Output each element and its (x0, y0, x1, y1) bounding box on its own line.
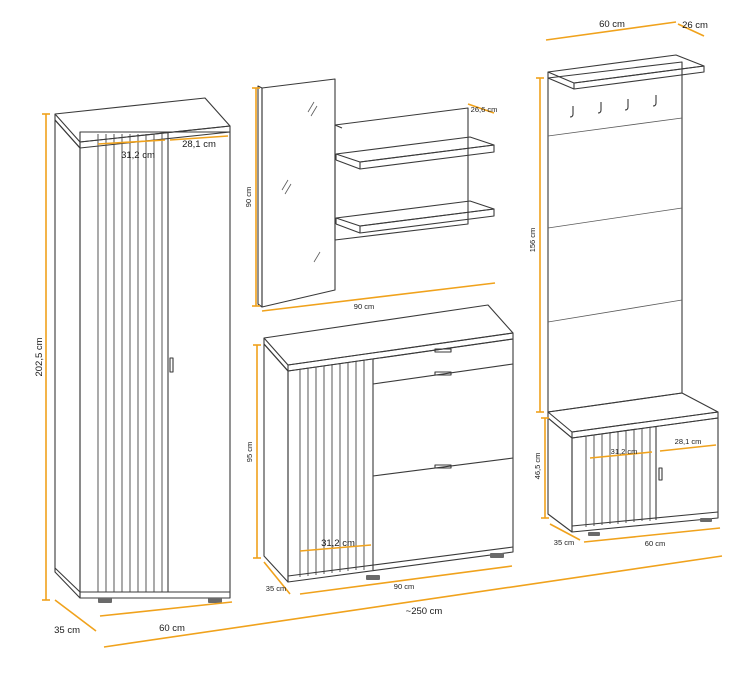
dim-bench-width (583, 527, 721, 543)
label-wardrobe-height: 202,5 cm (34, 337, 45, 376)
dim-shoe-cabinet-panel (299, 544, 372, 552)
wardrobe: 202,5 cm 31,2 cm 28,1 cm 35 cm 60 cm (34, 97, 233, 636)
dim-wardrobe-width (99, 601, 233, 617)
shoe-cabinet: 95 cm 31,2 cm 35 cm 90 cm (245, 304, 514, 595)
dim-bench-depth (549, 523, 581, 541)
wardrobe-slats (97, 134, 163, 592)
label-wardrobe-panel-left: 31,2 cm (121, 150, 155, 161)
dim-shoe-cabinet-depth (263, 561, 291, 595)
shoe-cabinet-foot (490, 553, 504, 558)
label-coat-rack-width: 60 cm (599, 19, 625, 30)
dim-wardrobe-panel-right (169, 135, 229, 141)
label-coat-rack-height: 156 cm (528, 228, 537, 253)
label-shelf-depth: 26,6 cm (471, 105, 498, 114)
label-coat-rack-depth: 26 cm (682, 20, 708, 31)
label-shoe-cabinet-depth: 35 cm (266, 584, 286, 593)
shoe-cabinet-slats (299, 360, 365, 577)
label-bench-width: 60 cm (645, 539, 665, 548)
label-mirror-width: 90 cm (354, 302, 374, 311)
dim-wardrobe-panel-left (97, 139, 166, 145)
dim-total-width (103, 555, 723, 648)
label-wardrobe-panel-right: 28,1 cm (182, 139, 216, 150)
dim-shoe-cabinet-width (299, 565, 513, 595)
bench-slats (585, 428, 651, 527)
label-shoe-cabinet-panel: 31,2 cm (321, 538, 355, 549)
dim-coat-rack-depth (677, 23, 705, 37)
coat-hooks (569, 95, 657, 118)
dim-coat-rack-width (545, 21, 677, 41)
shoe-cabinet-foot (366, 575, 380, 580)
label-bench-depth: 35 cm (554, 538, 574, 547)
label-wardrobe-depth: 35 cm (54, 625, 80, 636)
label-total-width: ~250 cm (406, 606, 443, 617)
dim-shelf-depth (467, 103, 495, 114)
dim-wardrobe-depth (54, 599, 97, 632)
coat-rack: 60 cm 26 cm 156 cm 46,5 cm 31,2 cm 28,1 … (528, 19, 721, 548)
label-bench-panel-left: 31,2 cm (611, 447, 638, 456)
label-mirror-height: 90 cm (244, 187, 253, 207)
wardrobe-foot (98, 598, 112, 603)
label-bench-panel-right: 28,1 cm (675, 437, 702, 446)
bench-foot (588, 532, 600, 536)
label-wardrobe-width: 60 cm (159, 623, 185, 634)
dim-bench-panel-left (589, 451, 653, 459)
dim-mirror-width (261, 282, 496, 312)
bench-foot (700, 518, 712, 522)
label-bench-height: 46,5 cm (533, 453, 542, 480)
wardrobe-foot (208, 598, 222, 603)
label-shoe-cabinet-height: 95 cm (245, 442, 254, 462)
mirror-and-shelves: 90 cm 26,6 cm 90 cm (244, 78, 498, 312)
label-shoe-cabinet-width: 90 cm (394, 582, 414, 591)
mirror (261, 78, 336, 308)
dim-bench-panel-right (659, 444, 717, 452)
